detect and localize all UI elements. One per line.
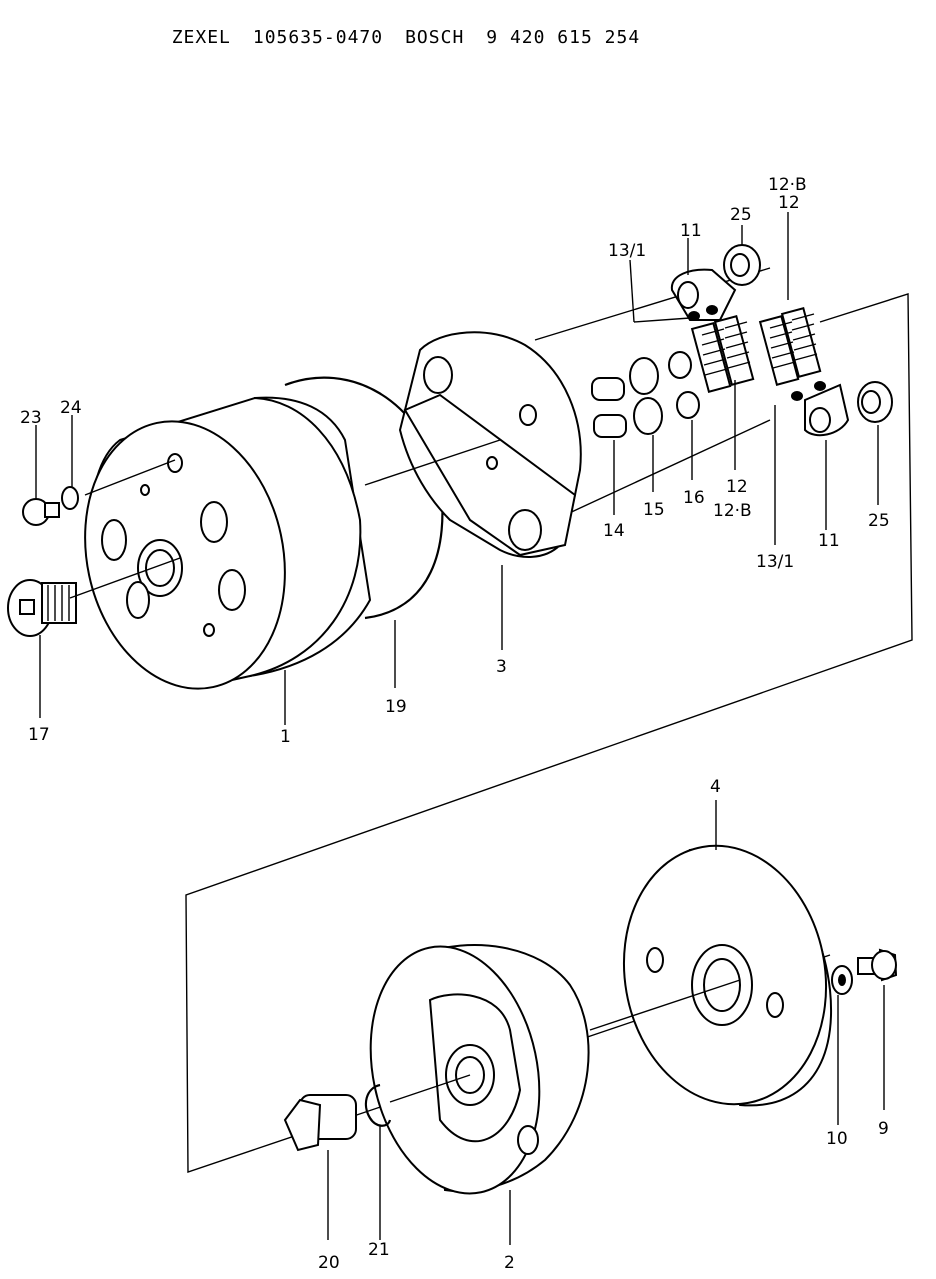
washer-part-24	[61, 486, 79, 510]
callout-12-upper: 12	[778, 193, 800, 213]
governor-springs-upper	[690, 307, 822, 393]
callout-4: 4	[710, 777, 721, 797]
callout-24: 24	[60, 398, 82, 418]
callout-12-lower: 12	[726, 477, 748, 497]
callout-20: 20	[318, 1253, 340, 1273]
document-header: ZEXEL 105635-0470 BOSCH 9 420 615 254	[148, 6, 662, 48]
callout-13-1-upper: 13/1	[608, 241, 646, 261]
zexel-label: ZEXEL	[171, 27, 231, 48]
callout-25-upper: 25	[730, 205, 752, 225]
callout-14: 14	[603, 521, 625, 541]
housing-part-2	[369, 944, 590, 1195]
callout-11-upper: 11	[680, 221, 702, 241]
bosch-part-number: 9 420 615 254	[486, 27, 641, 48]
flyweight-carrier-part-3	[398, 331, 582, 558]
callout-12b-lower: 12·B	[713, 501, 752, 521]
nut-part-25-lower	[857, 381, 893, 423]
plug-part-17	[7, 579, 77, 637]
washer-part-10	[831, 965, 853, 995]
callout-25-lower: 25	[868, 511, 890, 531]
snap-ring-part-21	[364, 1083, 392, 1127]
callout-labels: 23 24 17 1 19 3 14 15 16 12 12·B 13/1 11…	[20, 175, 890, 1273]
callout-12b-upper: 12·B	[768, 175, 807, 195]
callout-21: 21	[368, 1240, 390, 1260]
pin-part-14	[591, 377, 627, 438]
callout-11-lower: 11	[818, 531, 840, 551]
spring-seat-part-11-upper	[670, 268, 737, 321]
callout-19: 19	[385, 697, 407, 717]
callout-16: 16	[683, 488, 705, 508]
bosch-label: BOSCH	[405, 27, 465, 48]
cover-plate-part-4	[622, 844, 833, 1107]
callout-9: 9	[878, 1119, 889, 1139]
callout-15: 15	[643, 500, 665, 520]
callout-1: 1	[280, 727, 291, 747]
callout-23: 23	[20, 408, 42, 428]
housing-part-1	[84, 396, 372, 690]
bolt-part-9	[857, 948, 898, 982]
shim-part-13-1	[688, 305, 826, 401]
callout-2: 2	[504, 1253, 515, 1273]
callout-3: 3	[496, 657, 507, 677]
spring-seat-part-11-lower	[804, 383, 850, 437]
sleeve-part-15	[629, 357, 663, 435]
callout-17: 17	[28, 725, 50, 745]
callout-13-1-lower: 13/1	[756, 552, 794, 572]
nut-part-20	[283, 1094, 357, 1152]
screw-part-23	[22, 498, 60, 526]
callout-10: 10	[826, 1129, 848, 1149]
zexel-part-number: 105635-0470	[252, 27, 384, 48]
leader-lines	[35, 212, 885, 1245]
washer-part-16	[668, 351, 700, 419]
nut-part-25-upper	[723, 244, 761, 286]
